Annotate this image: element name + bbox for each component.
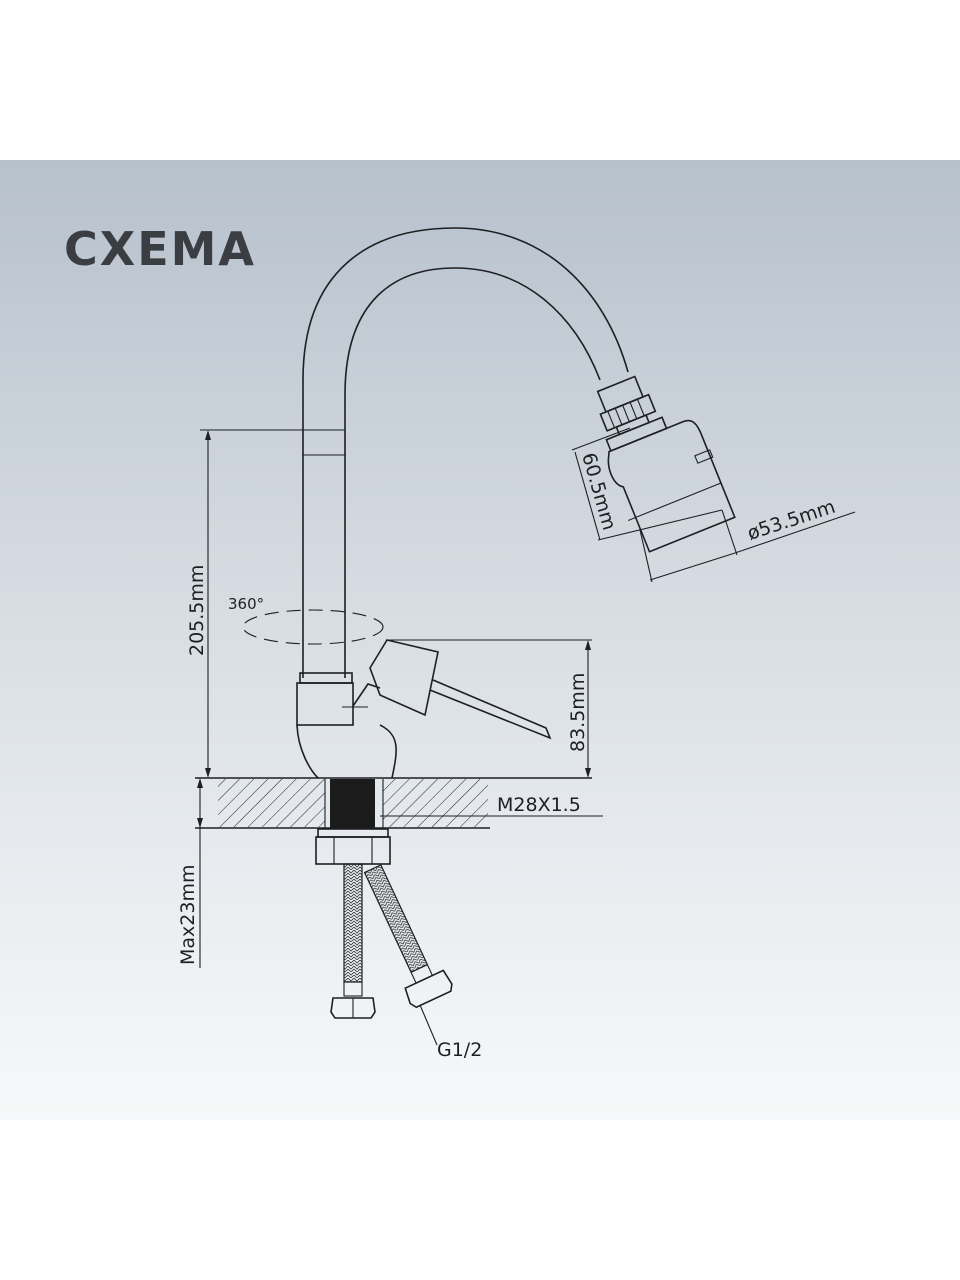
page-title: СХЕМА (64, 222, 257, 276)
max-thickness-label: Max23mm (177, 865, 199, 965)
countertop-section: M28X1.5 (195, 777, 603, 829)
lever-height-label: 83.5mm (567, 673, 589, 752)
rotation-indicator: 360° (228, 595, 384, 645)
lever-height-dimension: 83.5mm (386, 639, 592, 778)
spout-height-label: 205.5mm (186, 565, 208, 656)
faucet-body (296, 639, 552, 779)
aerator-height-label: 60.5mm (577, 450, 620, 532)
rotation-label: 360° (228, 595, 264, 613)
aerator-diameter-label: ø53.5mm (745, 496, 838, 545)
aerator-diameter-dimension: ø53.5mm (639, 496, 856, 583)
mounting-nut (315, 828, 391, 865)
spout (302, 227, 629, 678)
max-thickness-dimension: Max23mm (177, 778, 203, 968)
aerator-height-dimension: 60.5mm (571, 427, 723, 541)
hoses: G1/2 (330, 863, 482, 1061)
hose-connection-label: G1/2 (437, 1039, 482, 1061)
thread-label: M28X1.5 (497, 794, 581, 816)
threaded-shank (330, 779, 375, 828)
aerator (596, 375, 736, 553)
spout-height-dimension: 205.5mm (186, 429, 303, 778)
